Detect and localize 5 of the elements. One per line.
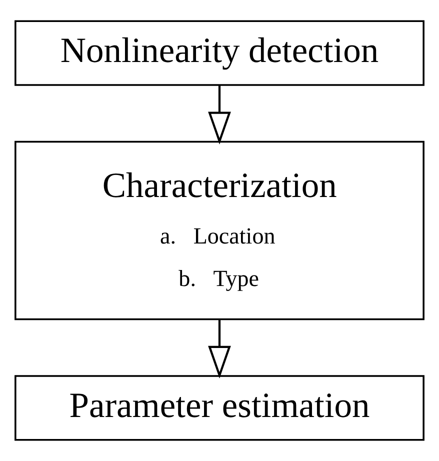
arrow [208, 85, 231, 144]
node-box: Parameter estimation [14, 375, 424, 441]
arrow [208, 320, 231, 379]
node-box: Nonlinearity detection [14, 20, 424, 86]
node-box: Characterization a. Location b. Type [14, 140, 424, 320]
